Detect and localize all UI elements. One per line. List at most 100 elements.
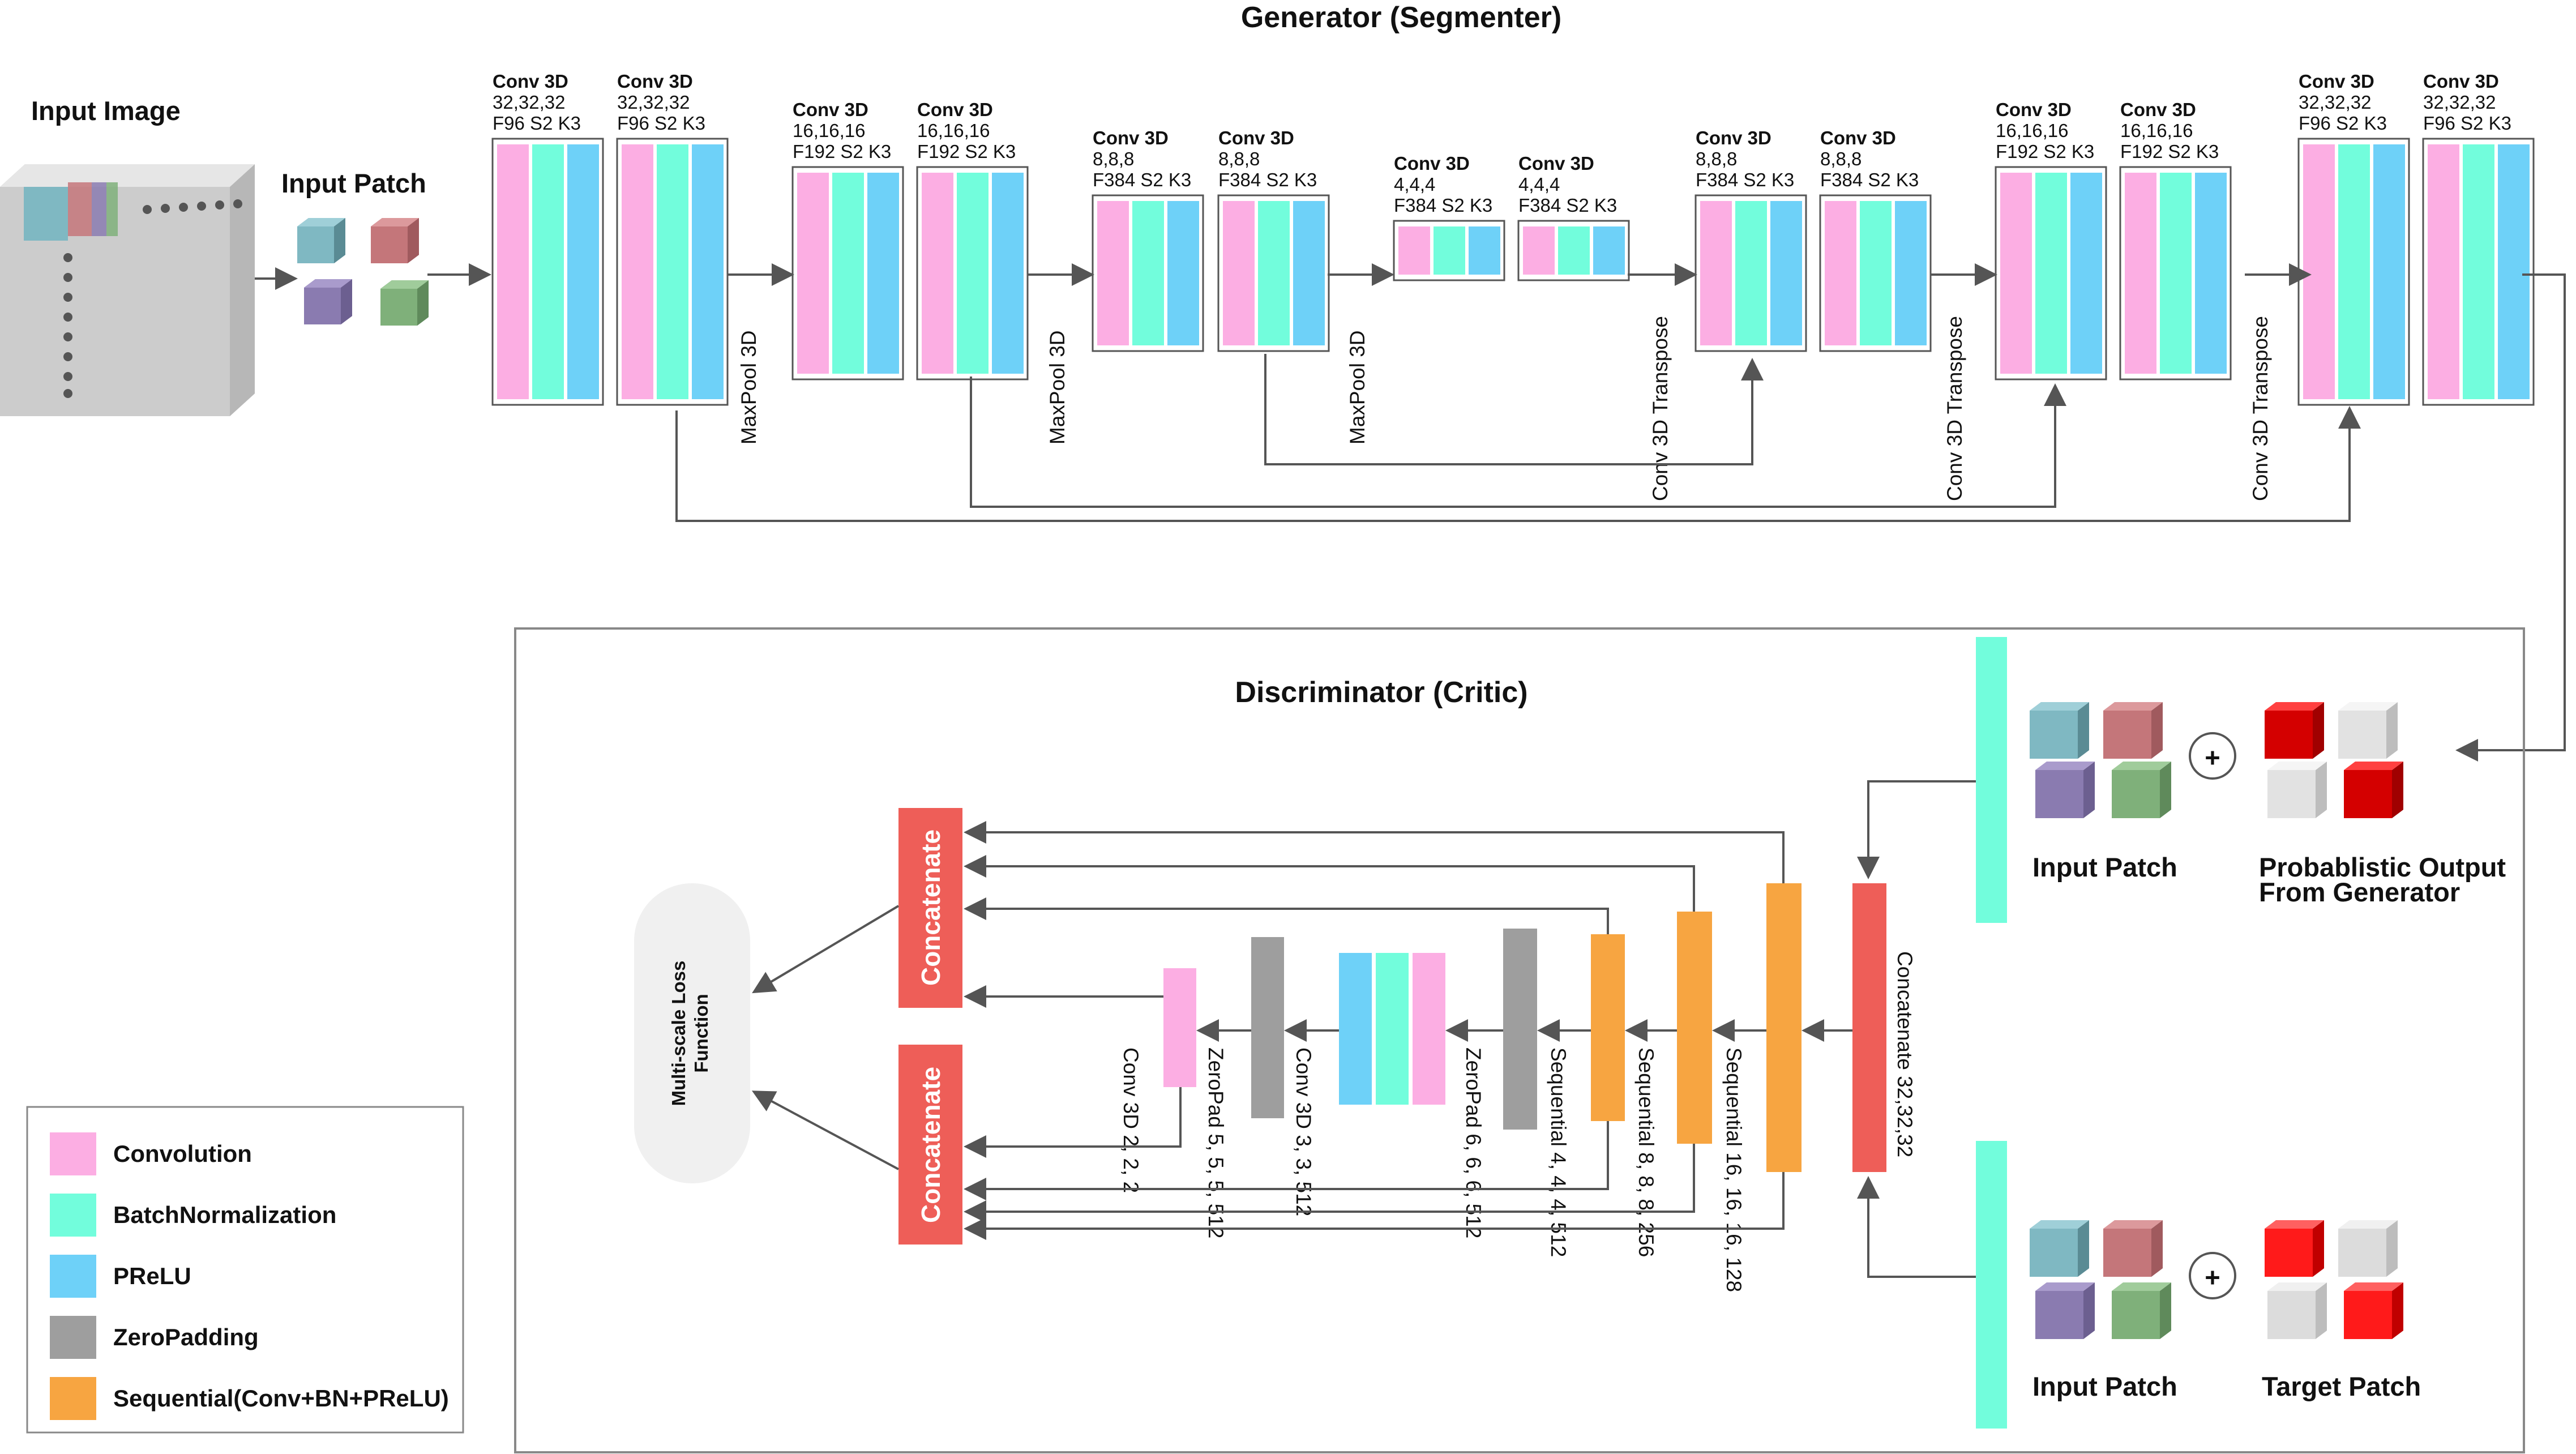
disc-layer-label-3: Sequential 8, 8, 8, 256 [1634, 1047, 1658, 1257]
generator-block-params: F384 S2 K3 [1093, 169, 1191, 190]
generator-block-title: Conv 3D [793, 99, 868, 120]
input-image [0, 164, 255, 416]
disc-layer-label-5: ZeroPad 6, 6, 6, 512 [1462, 1047, 1485, 1238]
concatenate-box-top-label: Concatenate [916, 829, 945, 986]
legend-item: ZeroPadding [50, 1316, 259, 1359]
generator-block-dims: 16,16,16 [793, 120, 865, 141]
disc-sequential-8-bar [1677, 912, 1712, 1144]
generator-block-params: F96 S2 K3 [2299, 113, 2387, 134]
generator-block-title: Conv 3D [1218, 127, 1294, 148]
generator-block-params: F192 S2 K3 [917, 141, 1016, 162]
legend-label: BatchNormalization [113, 1201, 336, 1228]
generator-op-label-6: Conv 3D Transpose [2249, 316, 2272, 501]
disc-layer-label-2: Sequential 16, 16, 16, 128 [1722, 1047, 1745, 1292]
legend-swatch [50, 1132, 96, 1175]
generator-block-params: F384 S2 K3 [1218, 169, 1317, 190]
legend-label: Convolution [113, 1140, 252, 1167]
skip-connections [675, 354, 2361, 522]
generator-op-label-5: Conv 3D Transpose [1943, 316, 1966, 501]
concatenate-box-bottom-label: Concatenate [916, 1067, 945, 1223]
disc-input-patch-cubes-bottom [2030, 1220, 2171, 1339]
disc-input-patch-label-top: Input Patch [2032, 852, 2177, 882]
disc-layer-label-6: Conv 3D 3, 3, 512 [1292, 1047, 1315, 1216]
legend-swatch [50, 1316, 96, 1359]
prob-output-label-1: Probablistic Output [2259, 852, 2506, 882]
legend-label: Sequential(Conv+BN+PReLU) [113, 1385, 449, 1412]
target-patch-cubes [2265, 1220, 2403, 1339]
concatenate-box-bottom [898, 1045, 962, 1245]
plus-sign-top: + [2189, 732, 2236, 780]
generator-block-dims: 32,32,32 [2299, 92, 2371, 113]
target-patch-label: Target Patch [2262, 1371, 2421, 1401]
input-patch-label: Input Patch [281, 168, 426, 198]
generator-block-dims: 4,4,4 [1394, 174, 1435, 195]
probabilistic-output-cubes [2265, 702, 2403, 818]
generator-block-dims: 32,32,32 [493, 92, 565, 113]
generator-title: Generator (Segmenter) [1241, 1, 1561, 34]
generator-block-dims: 32,32,32 [617, 92, 690, 113]
disc-input-bar-bottom [1976, 1141, 2007, 1429]
disc-sequential-4-bar [1591, 934, 1625, 1121]
generator-block-dims: 16,16,16 [917, 120, 990, 141]
generator-block-dims: 16,16,16 [1996, 120, 2068, 141]
input-image-label: Input Image [31, 96, 181, 126]
generator-block-title: Conv 3D [1093, 127, 1169, 148]
prob-output-label-2: From Generator [2259, 877, 2460, 907]
disc-concatenate-bar [1852, 883, 1886, 1172]
legend-item: BatchNormalization [50, 1194, 336, 1237]
generator-block-title: Conv 3D [1518, 153, 1594, 174]
plus-bottom-label: + [2205, 1262, 2220, 1292]
generator-block-dims: 8,8,8 [1820, 148, 1862, 169]
disc-sequential-16-bar [1766, 883, 1802, 1172]
generator-block-dims: 8,8,8 [1218, 148, 1260, 169]
generator-op-label-3: MaxPool 3D [1346, 330, 1369, 444]
multi-scale-loss-box [634, 883, 750, 1183]
disc-input-patch-cubes-top [2030, 702, 2171, 818]
discriminator-frame [514, 627, 2525, 1453]
legend-item: Sequential(Conv+BN+PReLU) [50, 1377, 449, 1420]
generator-block-title: Conv 3D [1996, 99, 2072, 120]
legend-label: ZeroPadding [113, 1324, 259, 1350]
disc-layer-label-8: Conv 3D 2, 2, 2 [1119, 1047, 1142, 1193]
generator-op-label-1: MaxPool 3D [737, 330, 760, 444]
generator-block-params: F192 S2 K3 [1996, 141, 2094, 162]
generator-block-title: Conv 3D [493, 71, 568, 92]
generator-block-dims: 4,4,4 [1518, 174, 1560, 195]
disc-input-bar-top [1976, 637, 2007, 923]
generator-block-title: Conv 3D [617, 71, 693, 92]
generator-block-params: F384 S2 K3 [1820, 169, 1919, 190]
generator-block-params: F384 S2 K3 [1696, 169, 1794, 190]
generator-block-params: F96 S2 K3 [2423, 113, 2511, 134]
generator-block-title: Conv 3D [1696, 127, 1771, 148]
generator-block-params: F384 S2 K3 [1518, 195, 1617, 216]
generator-flow-arrows [255, 263, 2566, 762]
generator-block-dims: 8,8,8 [1093, 148, 1134, 169]
disc-layer-label-7: ZeroPad 5, 5, 5, 512 [1204, 1047, 1227, 1238]
plus-sign-bottom: + [2189, 1252, 2236, 1299]
legend-item: Convolution [50, 1132, 252, 1175]
generator-block-params: F192 S2 K3 [2120, 141, 2219, 162]
generator-op-label-4: Conv 3D Transpose [1649, 316, 1672, 501]
legend-swatch [50, 1255, 96, 1298]
concatenate-box-top [898, 808, 962, 1008]
disc-conv-bn-prelu-block [1339, 953, 1445, 1105]
disc-zeropad-6-bar [1503, 929, 1537, 1130]
generator-block-title: Conv 3D [1394, 153, 1470, 174]
disc-layer-label-4: Sequential 4, 4, 4, 512 [1547, 1047, 1570, 1257]
discriminator-arrows [751, 780, 1976, 1278]
legend-label: PReLU [113, 1263, 191, 1289]
generator-block-title: Conv 3D [2299, 71, 2374, 92]
generator-block-dims: 16,16,16 [2120, 120, 2193, 141]
